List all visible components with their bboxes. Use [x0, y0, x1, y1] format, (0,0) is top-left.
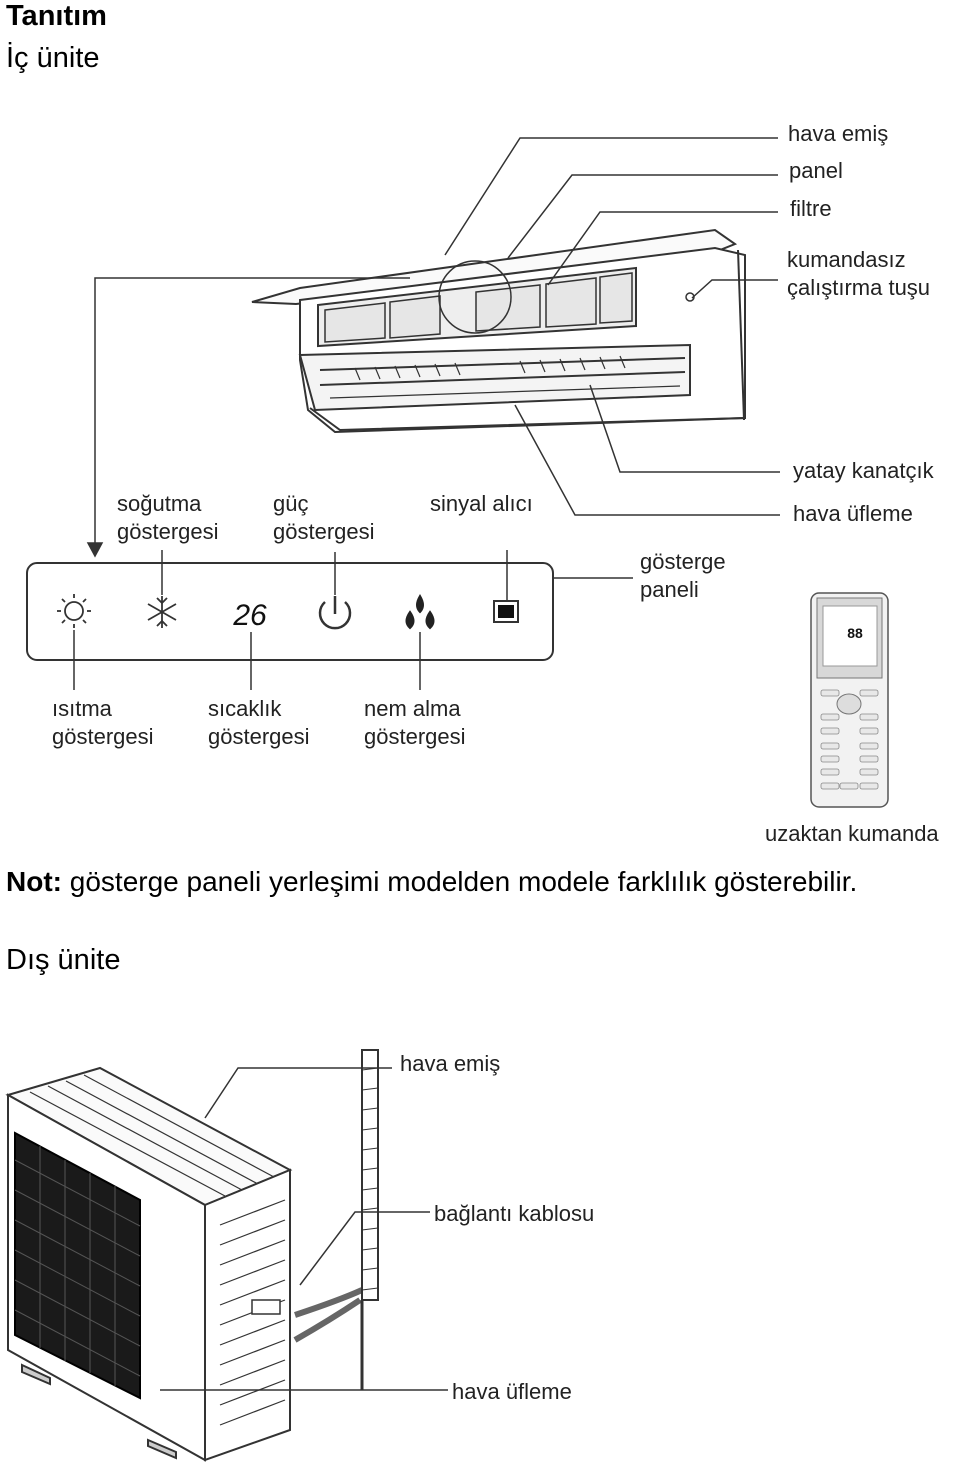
label-manual-switch: kumandasız çalıştırma tuşu [787, 246, 930, 302]
sun-icon [57, 594, 91, 628]
snowflake-icon [147, 596, 177, 628]
power-icon [318, 596, 352, 630]
label-dehumidify-line1: nem alma [364, 696, 461, 721]
drops-icon [405, 594, 435, 630]
label-cooling-line2: göstergesi [117, 519, 219, 544]
temperature-display: 26 [232, 599, 267, 632]
label-temperature-line1: sıcaklık [208, 696, 282, 721]
label-heating-line1: ısıtma [52, 696, 112, 721]
label-temperature: sıcaklık göstergesi [208, 695, 310, 751]
note-bold: Not: [6, 866, 62, 897]
label-manual-switch-line1: kumandasız [787, 247, 906, 272]
label-display-panel-line1: gösterge [640, 549, 726, 574]
indoor-unit-heading: İç ünite [6, 42, 100, 74]
label-cooling: soğutma göstergesi [117, 490, 219, 546]
label-connection-cable: bağlantı kablosu [434, 1201, 595, 1226]
remote-control [810, 592, 889, 808]
label-heating-line2: göstergesi [52, 724, 154, 749]
label-outdoor-air-outlet: hava üfleme [452, 1379, 572, 1404]
label-heating: ısıtma göstergesi [52, 695, 154, 751]
note-text: gösterge paneli yerleşimi modelden model… [61, 866, 858, 897]
label-manual-switch-line2: çalıştırma tuşu [787, 275, 931, 300]
label-signal-receiver: sinyal alıcı [430, 491, 533, 516]
label-display-panel: gösterge paneli [640, 548, 726, 604]
label-power-line1: güç [273, 491, 309, 516]
remote-display: 88 [847, 625, 863, 641]
label-power-line2: göstergesi [273, 519, 375, 544]
indoor-unit-drawing [251, 228, 746, 434]
label-dehumidify: nem alma göstergesi [364, 695, 466, 751]
label-horizontal-louver: yatay kanatçık [793, 458, 934, 483]
label-outdoor-air-intake: hava emiş [400, 1051, 501, 1076]
label-remote: uzaktan kumanda [765, 821, 939, 846]
page-title: Tanıtım [6, 0, 107, 32]
label-dehumidify-line2: göstergesi [364, 724, 466, 749]
outdoor-unit-heading: Dış ünite [6, 944, 121, 976]
label-panel: panel [789, 158, 843, 183]
label-air-outlet: hava üfleme [793, 501, 913, 526]
label-temperature-line2: göstergesi [208, 724, 310, 749]
label-filter: filtre [790, 196, 832, 221]
outdoor-unit-drawing [5, 1049, 379, 1462]
display-panel [26, 562, 554, 661]
signal-receiver-icon [493, 600, 519, 623]
label-display-panel-line2: paneli [640, 577, 699, 602]
label-cooling-line1: soğutma [117, 491, 202, 516]
label-power: güç göstergesi [273, 490, 375, 546]
label-air-intake: hava emiş [788, 121, 889, 146]
note: Not: gösterge paneli yerleşimi modelden … [6, 866, 857, 898]
